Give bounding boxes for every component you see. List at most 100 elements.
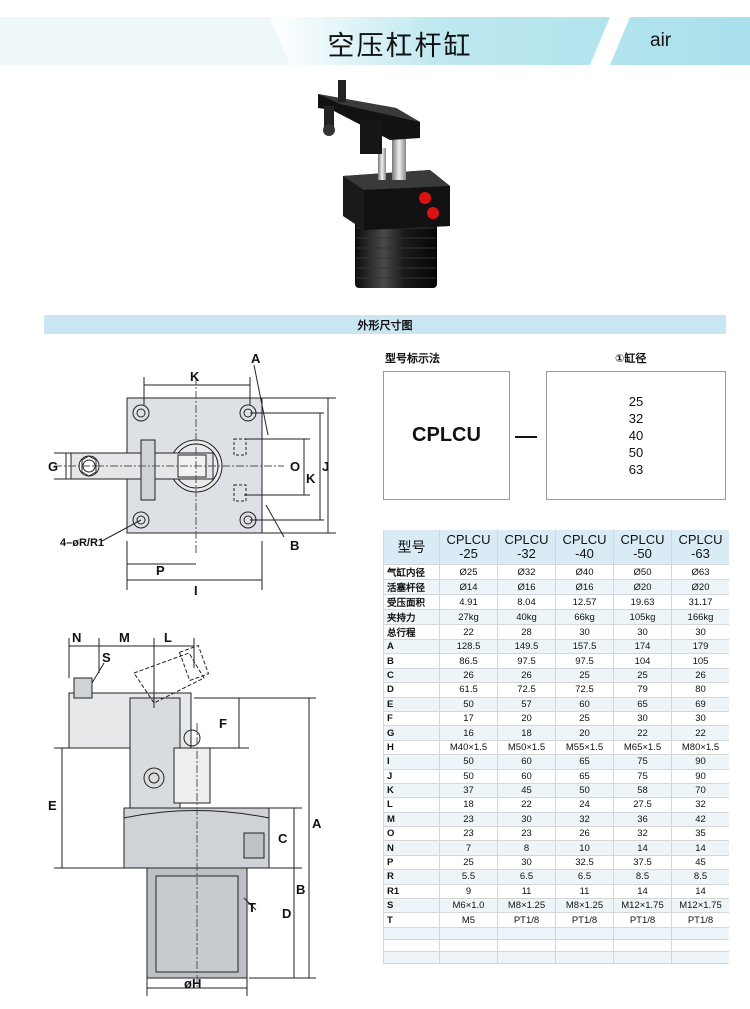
dim-O: O (290, 459, 300, 474)
dim-K2: K (306, 471, 316, 486)
table-cell-blank (671, 939, 729, 952)
row-label: I (383, 754, 440, 770)
table-cell: 14 (671, 840, 729, 856)
table-cell: Ø40 (555, 564, 614, 580)
table-cell: 40kg (497, 609, 556, 625)
table-cell: 60 (497, 769, 556, 784)
table-cell-blank (613, 939, 672, 952)
table-cell: Ø50 (613, 564, 672, 580)
table-cell: 32 (555, 812, 614, 828)
dim-P: P (156, 563, 165, 578)
table-cell: PT1/8 (555, 912, 614, 928)
table-cell: 66kg (555, 609, 614, 625)
table-cell: 97.5 (555, 653, 614, 669)
table-cell: 27kg (439, 609, 498, 625)
table-cell: 25 (613, 668, 672, 684)
table-cell: M6×1.0 (439, 898, 498, 914)
table-cell: 65 (613, 697, 672, 712)
table-cell: 14 (671, 884, 729, 900)
table-cell: 179 (671, 639, 729, 655)
row-label: A (383, 639, 440, 655)
table-cell: 35 (671, 826, 729, 842)
table-cell: 105 (671, 653, 729, 669)
table-cell: Ø25 (439, 564, 498, 580)
table-cell: M80×1.5 (671, 740, 729, 756)
row-label: J (383, 769, 440, 784)
table-cell-blank (671, 951, 729, 964)
table-cell: Ø14 (439, 579, 498, 595)
table-cell: 20 (555, 725, 614, 741)
row-label: D (383, 682, 440, 698)
table-cell: 58 (613, 783, 672, 799)
table-cell-blank (671, 927, 729, 940)
table-cell: 128.5 (439, 639, 498, 655)
page-title: 空压杠杆缸 (327, 31, 473, 62)
table-cell: 32 (671, 797, 729, 813)
table-cell: Ø16 (497, 579, 556, 595)
table-cell: 45 (497, 783, 556, 799)
dim-C: C (278, 831, 288, 846)
table-cell-blank (497, 927, 556, 940)
dim-B: B (290, 538, 299, 553)
table-cell: 27.5 (613, 797, 672, 813)
table-cell: 6.5 (497, 869, 556, 885)
table-cell: 50 (439, 769, 498, 784)
table-cell: 17 (439, 711, 498, 727)
table-cell: 10 (555, 840, 614, 856)
table-cell-blank (383, 939, 440, 952)
table-cell: 75 (613, 754, 672, 770)
table-cell-blank (497, 951, 556, 964)
table-cell: 22 (671, 725, 729, 741)
table-cell: 149.5 (497, 639, 556, 655)
bore-option: 63 (628, 462, 644, 477)
table-cell: 8.04 (497, 594, 556, 610)
side-view-drawing: N M L S F E C A B D T øH (48, 630, 322, 996)
row-label: N (383, 840, 440, 856)
row-label: H (383, 740, 440, 756)
table-cell: 79 (613, 682, 672, 698)
table-cell-blank (439, 927, 498, 940)
table-cell: Ø16 (555, 579, 614, 595)
table-cell: 6.5 (555, 869, 614, 885)
table-cell: 26 (497, 668, 556, 684)
row-label: E (383, 697, 440, 712)
table-cell: 25 (555, 711, 614, 727)
table-header-label: 型号 (383, 530, 440, 565)
bore-options-box: 25 32 40 50 63 (546, 371, 726, 500)
dim-N: N (72, 630, 81, 645)
row-label: O (383, 826, 440, 842)
table-cell: 65 (555, 754, 614, 770)
bore-label: ①缸径 (615, 352, 647, 365)
table-cell: PT1/8 (497, 912, 556, 928)
row-label: 受压面积 (383, 594, 440, 610)
table-cell: 18 (439, 797, 498, 813)
table-cell: M65×1.5 (613, 740, 672, 756)
table-cell: 37 (439, 783, 498, 799)
table-row-blank (383, 939, 729, 952)
table-cell: 57 (497, 697, 556, 712)
table-cell: 16 (439, 725, 498, 741)
table-cell: 157.5 (555, 639, 614, 655)
table-cell: 72.5 (497, 682, 556, 698)
table-header-col: CPLCU-25 (439, 530, 498, 565)
table-cell: 11 (555, 884, 614, 900)
table-cell: 19.63 (613, 594, 672, 610)
table-cell: 42 (671, 812, 729, 828)
product-photo (318, 80, 450, 288)
table-header-col: CPLCU-50 (613, 530, 672, 565)
table-cell: 50 (439, 697, 498, 712)
table-cell: 23 (497, 826, 556, 842)
table-cell: 105kg (613, 609, 672, 625)
table-row-blank (383, 951, 729, 964)
